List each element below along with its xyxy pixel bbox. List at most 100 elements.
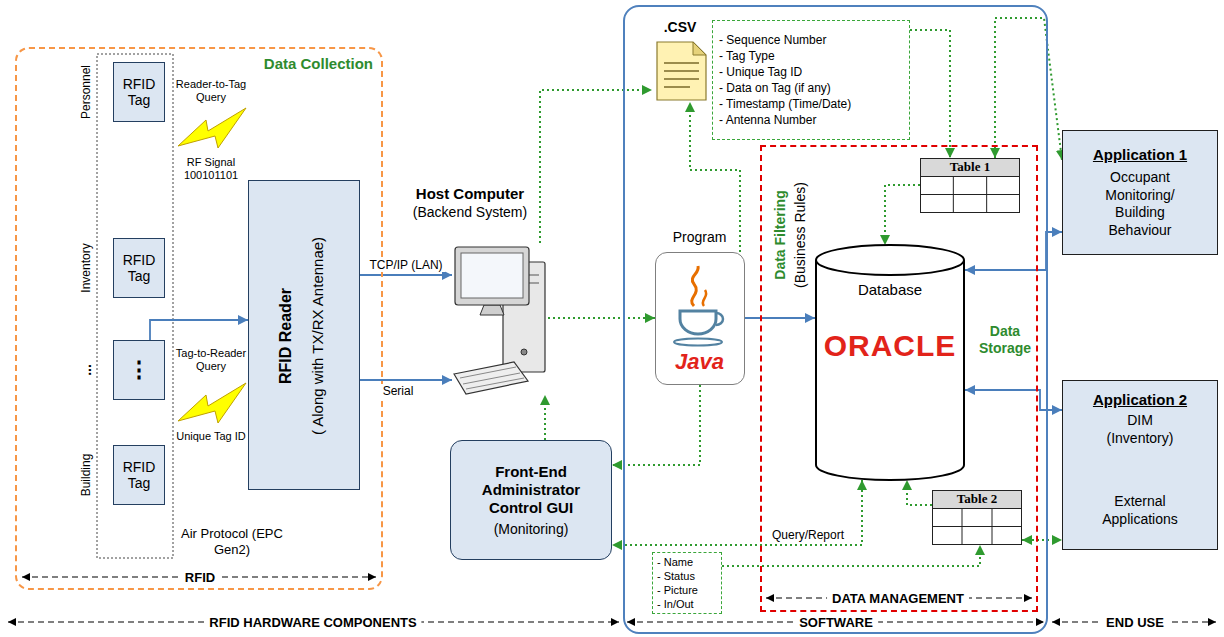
connector	[907, 480, 932, 505]
group-label: Inventory	[79, 243, 93, 292]
table-line	[992, 508, 993, 545]
field-list: - Sequence Number- Tag Type- Unique Tag …	[712, 20, 910, 140]
monitor-screen	[461, 253, 523, 298]
file-line	[664, 70, 699, 72]
extent-label: RFID HARDWARE COMPONENTS	[204, 615, 421, 630]
node-text: - Status	[657, 569, 695, 583]
node-text: Data Storage	[974, 323, 1036, 357]
java-steam	[692, 266, 699, 306]
node-text: - Name	[657, 555, 693, 569]
node-text: DATA MANAGEMENT	[827, 591, 969, 606]
table-line	[932, 526, 1022, 527]
node-text: Java	[655, 349, 745, 375]
table-outline	[933, 491, 1022, 545]
csv-file-icon	[657, 42, 706, 100]
computer-icon	[454, 247, 545, 394]
java-logo	[674, 266, 723, 346]
tag-box: ⋮	[113, 340, 165, 400]
application-box: Application 2 DIM (Inventory) External App…	[1062, 380, 1218, 550]
connector	[885, 185, 920, 245]
node-text: ⋮	[128, 357, 150, 383]
signal-label: RF Signal 100101101	[178, 156, 244, 182]
node-text: (Monitoring)	[494, 521, 569, 537]
table-line	[953, 176, 954, 213]
group-label: ...	[78, 364, 94, 376]
power-button	[521, 349, 527, 355]
program-box: ProgramJava	[655, 252, 745, 385]
node-text: SOFTWARE	[794, 615, 878, 630]
key-row	[466, 378, 524, 389]
signal-label: Tag-to-Reader Query	[174, 347, 248, 373]
field-list: - Name- Status- Picture- In/Out	[652, 552, 722, 614]
group-label: Building	[79, 454, 93, 497]
node-text: Data Collection	[264, 55, 373, 72]
node-text: RFID Reader	[277, 288, 295, 384]
node-text: Program	[655, 229, 745, 245]
table-header	[921, 159, 1020, 177]
file-page	[657, 42, 706, 100]
cylinder-body	[816, 245, 964, 480]
file-line	[664, 62, 699, 64]
group-label: Personnel	[79, 65, 93, 119]
node-text: - Timestamp (Time/Date)	[719, 96, 851, 112]
connector	[910, 30, 950, 158]
node-text: Table 1	[920, 158, 1020, 176]
data-table: Table 1	[920, 158, 1020, 213]
java-cup	[680, 311, 716, 334]
rf-signal-bolt	[178, 383, 246, 423]
tag-box: RFID Tag	[113, 238, 165, 298]
table-line	[986, 176, 987, 213]
node-text: Database	[815, 281, 965, 298]
application-box: Application 1Occupant Monitoring/ Buildi…	[1062, 130, 1218, 255]
connector-label: Serial	[380, 384, 417, 398]
node-text: .CSV	[650, 19, 710, 35]
key-row	[460, 367, 516, 378]
connector	[360, 274, 452, 276]
node-text: RFID Tag	[114, 459, 164, 491]
cylinder-rim	[816, 260, 964, 275]
connector	[995, 18, 1062, 160]
node-text: Application 2	[1093, 391, 1187, 408]
connector	[745, 317, 815, 319]
node-text: RFID Tag	[114, 252, 164, 284]
table-line	[920, 194, 1020, 195]
computer-node: Host Computer(Backend System)	[452, 243, 548, 395]
extent-label: END USE	[1101, 615, 1169, 630]
rf-signal-bolt	[178, 108, 246, 148]
table-line	[962, 508, 963, 545]
node-text: DIM (Inventory)	[1095, 412, 1185, 447]
gui-box: Front-End Administrator Control GUI(Moni…	[450, 440, 612, 560]
table-outline	[921, 159, 1020, 213]
node-text: ( Along with TX/RX Antennae)	[309, 237, 326, 435]
connector	[1022, 539, 1062, 541]
monitor-stand	[480, 305, 504, 315]
node-text: External Applications	[1095, 493, 1185, 528]
node-text: ORACLE	[815, 329, 965, 363]
protocol-label: Air Protocol (EPC Gen2)	[180, 526, 284, 559]
monitor	[455, 247, 529, 305]
tag-box: RFID Tag	[113, 445, 165, 505]
data-table: Table 2	[932, 490, 1022, 545]
node-text: - In/Out	[657, 597, 694, 611]
connector-label: TCP/IP (LAN)	[366, 258, 445, 272]
node-text: (Backend System)	[390, 204, 550, 220]
node-text: Table 2	[932, 490, 1022, 508]
node-text: - Sequence Number	[719, 32, 826, 48]
reader-box: RFID Reader ( Along with TX/RX Antennae)	[248, 180, 360, 490]
connector	[540, 90, 652, 243]
file-line	[664, 78, 699, 80]
table-header	[933, 491, 1022, 509]
csv-file: .CSV	[652, 40, 708, 102]
connector	[548, 317, 655, 319]
collection-region: Data CollectionRFID TagRFID Tag⋮RFID Tag…	[15, 47, 383, 590]
java-steam	[703, 290, 707, 306]
signal-label: Unique Tag ID	[174, 430, 248, 443]
node-text: Application 1	[1093, 146, 1187, 163]
key-row	[463, 373, 520, 384]
java-saucer	[674, 339, 722, 346]
signal-label: Reader-to-Tag Query	[174, 78, 248, 104]
connector	[360, 379, 452, 381]
extent-label: RFID	[180, 570, 220, 585]
connector	[612, 385, 700, 465]
